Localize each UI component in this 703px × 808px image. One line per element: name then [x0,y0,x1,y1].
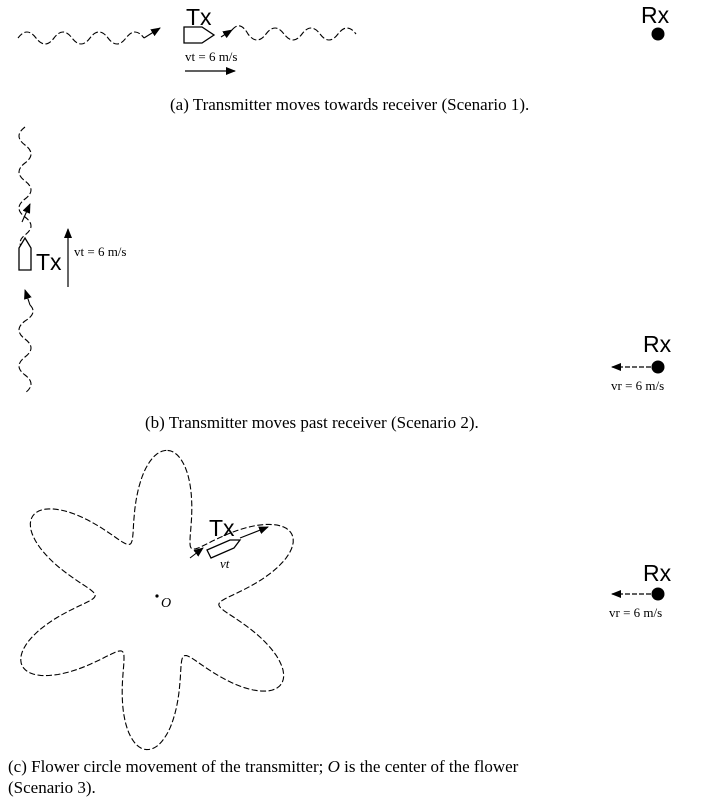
scenario-c-path-arrow-after [239,526,269,539]
caption-b: (b) Transmitter moves past receiver (Sce… [145,413,479,432]
scenario-c-center-label: O [161,596,171,611]
scenario-c-tx-label: Tx [209,515,235,541]
scenario-a-rx-label: Rx [641,2,670,28]
scenario-b-rx-label: Rx [643,331,672,357]
scenario-c-flower-path [20,449,294,751]
scenario-a-transmitter [183,26,216,44]
scenario-a-path-right-arrow [220,29,233,39]
caption-c-text-pre: (c) Flower circle movement of the transm… [8,757,328,776]
scenario-a-path-left-arrow [143,27,161,39]
scenario-a-diagram: Tx vt = 6 m/s Rx [17,2,670,75]
scenario-c-transmitter [206,539,242,559]
scenario-b-tx-speed-label: vt = 6 m/s [74,244,126,259]
scenario-b-path-top [18,126,32,250]
caption-c-line2: (Scenario 3). [8,778,96,797]
caption-a: (a) Transmitter moves towards receiver (… [170,95,530,114]
scenario-b-transmitter [18,236,32,271]
scenario-b-receiver [651,360,665,374]
scenario-a-path-right [231,25,357,41]
scenario-b-rx-speed-label: vr = 6 m/s [611,378,664,393]
scenario-a-tx-label: Tx [186,4,212,30]
scenario-b-path-top-arrow [21,203,31,223]
scenario-c-path-arrow-before [189,547,204,559]
scenario-b-path-bottom [18,304,34,394]
scenario-c-diagram: O Tx vt Rx vr = 6 m/s [20,449,672,751]
scenario-c-rx-label: Rx [643,560,672,586]
scenario-b-tx-label: Tx [36,249,62,275]
scenario-c-receiver [651,587,665,601]
scenario-b-diagram: Tx vt = 6 m/s Rx vr = 6 m/s [18,126,672,394]
scenario-a-receiver [651,27,665,41]
scenario-c-center-dot [155,594,159,598]
caption-c-line1: (c) Flower circle movement of the transm… [8,757,518,777]
scenario-b-path-bottom-arrow [24,289,32,306]
scenario-a-path-left [17,31,145,45]
caption-c-text-post: is the center of the flower [339,757,519,776]
scenario-a-speed-label: vt = 6 m/s [185,49,237,64]
scenario-c-rx-speed-label: vr = 6 m/s [609,605,662,620]
scenario-c-tx-speed-label: vt [220,556,230,571]
caption-c-center-symbol: O [327,757,340,776]
